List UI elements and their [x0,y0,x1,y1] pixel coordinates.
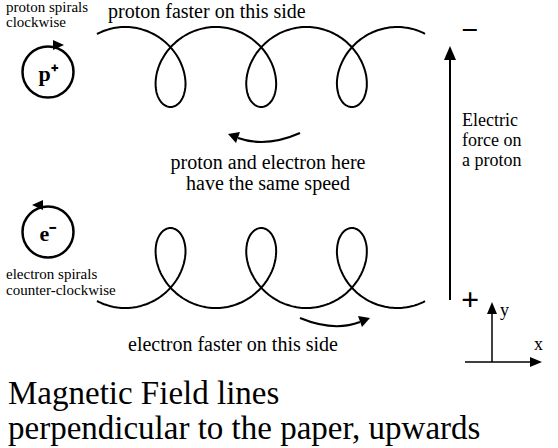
particle-symbol: e⁻ [40,217,57,247]
text-line: have the same speed [148,173,388,194]
text-line: electron spirals [6,266,116,282]
arrowhead [228,132,240,143]
arrowhead [358,316,370,327]
drift-arrow [300,318,360,326]
text-line: clockwise [6,15,88,30]
force-arrow [449,58,451,300]
axis-label: y [500,300,509,320]
y-axis [491,312,493,362]
text-line: perpendicular to the paper, upwards [8,411,480,446]
text-line: Electric [462,110,521,130]
note-text: electron spirals counter-clockwise [6,266,116,298]
particle-symbol: p⁺ [38,57,57,87]
text-line: proton and electron here [148,152,388,173]
electron-circle: e⁻ [21,205,75,259]
circle-shape [23,207,74,258]
x-axis [465,361,532,363]
text-line: proton spirals [6,0,88,15]
note-text: proton and electron here have the same s… [148,152,388,194]
charge-sign: − [461,14,478,46]
charge-sign: + [461,282,479,316]
proton-trajectory [97,27,425,107]
caption-text: Magnetic Field lines perpendicular to th… [8,376,480,446]
circle-content: p⁺ [21,45,75,99]
note-text: proton spirals clockwise [6,0,88,30]
note-text: electron faster on this side [128,333,338,355]
force-label: Electric force on a proton [462,110,521,170]
text-line: a proton [462,150,521,170]
arrowhead [487,302,497,314]
note-text: proton faster on this side [108,0,306,22]
text-line: Magnetic Field lines [8,376,480,411]
arrowhead [530,357,542,367]
circle-content: e⁻ [21,205,75,259]
proton-circle: p⁺ [21,45,75,99]
arrowhead [444,46,456,60]
axis-label: x [534,334,543,354]
text-line: counter-clockwise [6,282,116,298]
electron-trajectory [97,228,425,308]
circle-shape [23,47,74,98]
text-line: force on [462,130,521,150]
drift-arrow [238,133,300,142]
